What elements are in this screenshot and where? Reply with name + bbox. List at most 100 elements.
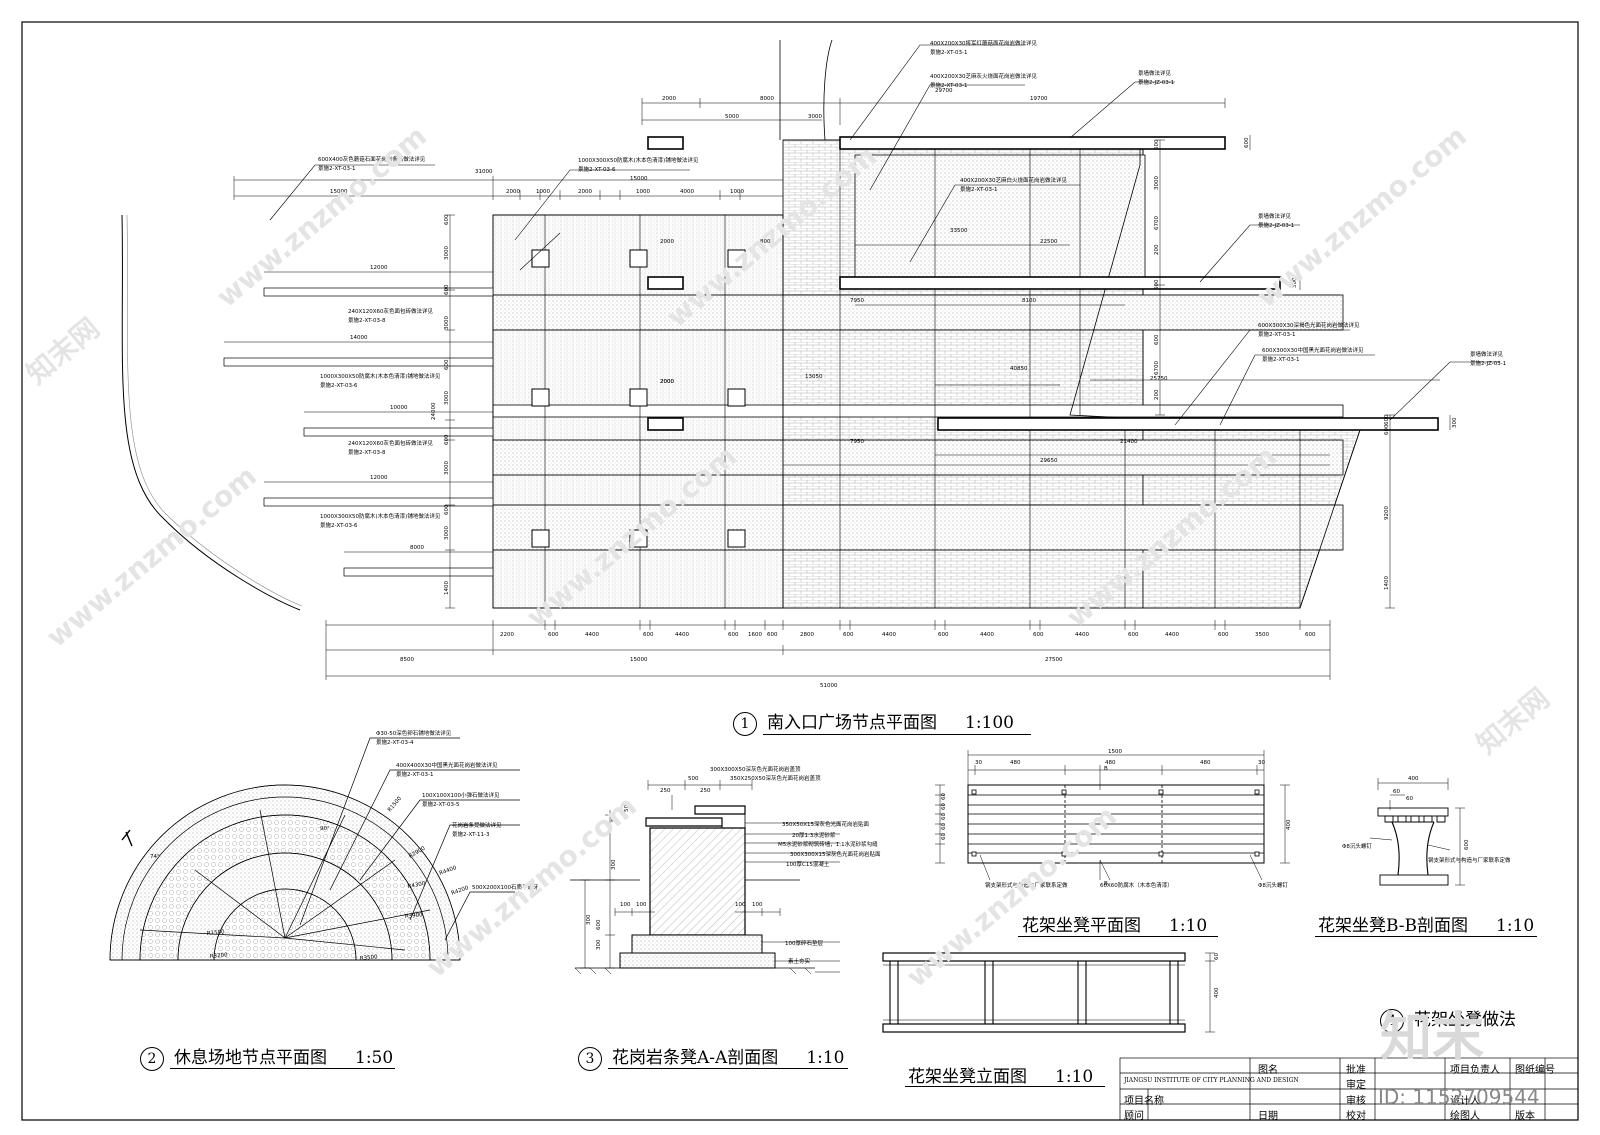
plazaDims-item: 13050 (805, 374, 823, 380)
plazaNotes-item: 景施2-JZ-03-1 (1258, 221, 1294, 229)
benchText-item: 100 (735, 902, 746, 908)
pergola-elevation-title: 花架坐凳立面图 (908, 1067, 1027, 1087)
pergola-section (1369, 778, 1465, 886)
plazaDims-item: 1000 (636, 189, 650, 195)
plazaDims-item: 600 (1033, 632, 1044, 638)
plaza-notes: 400X200X30将军红蘑菇面花岗岩做法详见景施2-XT-03-1400X20… (318, 39, 1506, 529)
plazaDims-item: 1600 (748, 632, 762, 638)
plazaNotes-item: 景施2-XT-03-1 (960, 185, 997, 193)
pergola-plan-title: 花架坐凳平面图 (1022, 916, 1141, 936)
plazaDims-item: 3000 (1154, 176, 1160, 190)
title-underline-4b (1315, 936, 1537, 937)
tb-approve: 批准 (1346, 1065, 1366, 1076)
drawing-number-4: 4 (1380, 1009, 1404, 1033)
title-pergola-elevation: 花架坐凳立面图 1:10 (908, 1062, 1093, 1087)
plazaNotes-item: 240X120X60灰色面包砖做法详见 (348, 439, 434, 447)
plazaNotes-item: 600X300X30深褐色光面花岗岩做法详见 (1258, 321, 1360, 329)
plazaDims-item: 600 (938, 632, 949, 638)
pergola-plan-scale: 1:10 (1169, 916, 1208, 936)
plazaDims-item: 29650 (1040, 458, 1058, 464)
plazaDims-item: 600 (444, 504, 450, 515)
pSecText-item: 600 (1464, 839, 1470, 850)
plazaDims-item: 600 (444, 434, 450, 445)
pPlanText-item: 30 (975, 760, 982, 766)
plazaDims-item: 2000 (506, 189, 520, 195)
plazaDims-item: 4000 (680, 189, 694, 195)
plazaDims-item: 19700 (1030, 96, 1048, 102)
plazaDims-item: 600 (1218, 632, 1229, 638)
plazaNotes-item: 600X300X30中国黑光面花岗岩做法详见 (1262, 346, 1364, 354)
plazaDims-item: 12000 (370, 265, 388, 271)
restText-item: 90° (320, 826, 330, 832)
tb-version: 版本 (1515, 1111, 1535, 1122)
plazaDims-item: 1400 (444, 581, 450, 595)
tb-review: 审定 (1346, 1080, 1366, 1091)
restText-item: R3900 (405, 912, 424, 920)
plazaDims-item: 8000 (410, 545, 424, 551)
tb-project-name: 项目名称 (1124, 1096, 1164, 1107)
pergola-section-scale: 1:10 (1496, 916, 1535, 936)
plazaNotes-item: 240X120X60灰色面包砖做法详见 (348, 307, 434, 315)
plazaDims-item: 15000 (630, 176, 648, 182)
plazaDims-item: 8000 (760, 96, 774, 102)
plazaDims-item: 600 (1305, 632, 1316, 638)
rest-plan-title: 休息场地节点平面图 (174, 1048, 327, 1068)
plaza-plan-scale: 1:100 (965, 713, 1014, 733)
plaza-dim-total: 15000 (630, 657, 648, 663)
benchText-item: 300 (586, 914, 592, 925)
restText-item: R4400 (439, 865, 458, 877)
plazaNotes-item: 1000X300X50防腐木(木本色清漆)铺地做法详见 (578, 156, 699, 164)
tb-draw: 绘图人 (1450, 1111, 1480, 1122)
pergola-elevation-scale: 1:10 (1055, 1067, 1094, 1087)
plazaDims-item: 600 (548, 632, 559, 638)
plazaNotes-item: 景施2-XT-03-1 (930, 48, 967, 56)
benchText-item: 50 (611, 815, 617, 822)
plazaDims-item: 600 (643, 632, 654, 638)
plazaDims-item: 33500 (950, 228, 968, 234)
plazaDims-item: 600 (1154, 139, 1160, 150)
plazaDims-item: 25750 (1150, 376, 1168, 382)
pPlanText-item: 60 (941, 833, 947, 840)
plazaDims-item: 3000 (444, 316, 450, 330)
plazaNotes-item: 景施2-XT-03-8 (348, 316, 386, 324)
restText-item: 景施2-XT-11-3 (452, 830, 490, 838)
pPlanText-item: 60 (941, 803, 947, 810)
benchText-item: 100厚碎石垫层 (785, 939, 823, 947)
plazaNotes-item: 1000X300X50防腐木(木本色清漆)铺地做法详见 (320, 512, 441, 520)
pPlanText-item: 60 (941, 793, 947, 800)
plazaDims-item: 600 (444, 284, 450, 295)
drawing-number-2: 2 (140, 1047, 164, 1071)
plazaDims-item: 3000 (444, 461, 450, 475)
pSecText-item: 60 (1406, 796, 1413, 802)
plazaNotes-item: 景施2-XT-03-6 (320, 381, 358, 389)
plazaDims-item: 3000 (444, 391, 450, 405)
plazaDims-item: 600 (1154, 334, 1160, 345)
drawing-number-3: 3 (578, 1047, 602, 1071)
benchText-item: 350X250X50深灰色光面花岗岩盖顶 (730, 774, 821, 782)
plazaDims-item: 2200 (500, 632, 514, 638)
plazaDims-item: 600 (843, 632, 854, 638)
plazaDims-item: 24000 (431, 402, 437, 420)
plazaDims-item: 300 (1292, 277, 1298, 288)
pergola-plan (935, 750, 1290, 881)
plazaDims-item: 600 (1154, 279, 1160, 290)
plazaDims-item: 2800 (800, 632, 814, 638)
benchText-item: 300X300X50深灰色光面花岗岩盖顶 (710, 765, 801, 773)
pPlanText-item: 480 (1200, 760, 1211, 766)
restText-item: R4200 (451, 885, 470, 897)
restText-item: 400X400X30中国黑光面花岗岩做法详见 (396, 761, 498, 769)
restText-item: R3500 (360, 954, 379, 962)
pPlanText-item: B (1104, 766, 1108, 772)
tb-firm: JIANGSU INSTITUTE OF CITY PLANNING AND D… (1124, 1077, 1299, 1084)
benchText-item: 350X50X15深灰色光面花岗岩贴面 (782, 820, 870, 828)
benchText-item: 600 (596, 919, 602, 930)
plazaNotes-item: 景施2-XT-03-6 (578, 165, 616, 173)
plazaDims-item: 6700 (1154, 216, 1160, 230)
plazaDims-item: 4400 (980, 632, 994, 638)
plazaDims-item: 200 (1154, 244, 1160, 255)
benchText-item: M5水泥砂浆砌筑砖墙，1:1水泥砂浆勾缝 (778, 840, 878, 848)
